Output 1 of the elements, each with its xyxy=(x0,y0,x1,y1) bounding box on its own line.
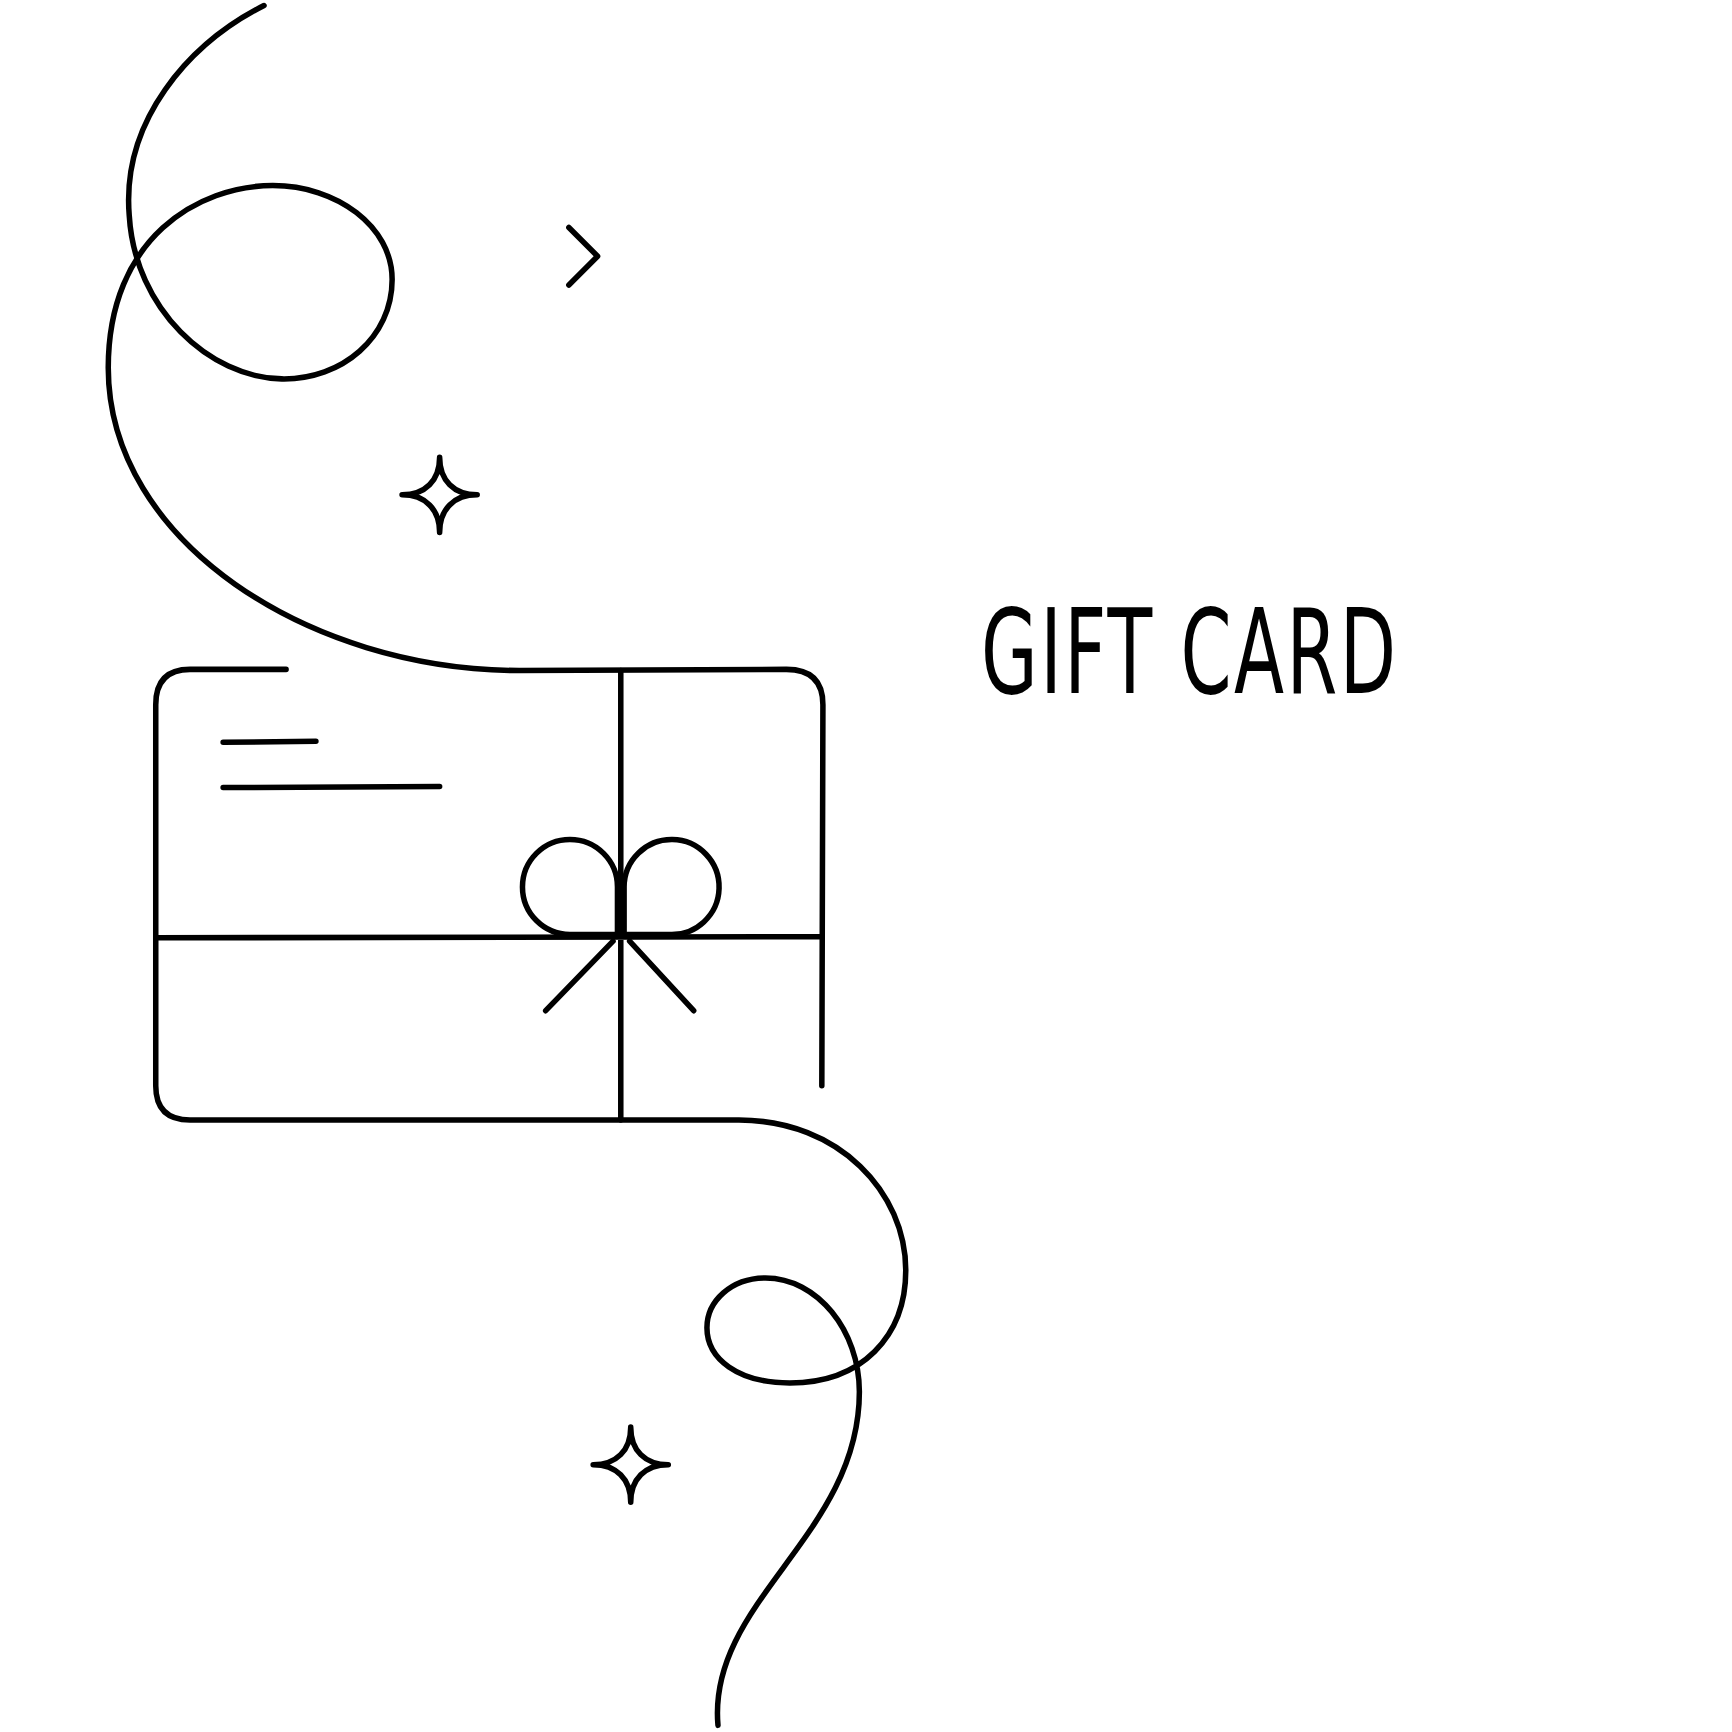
title: GIFT CARD xyxy=(981,588,1399,718)
